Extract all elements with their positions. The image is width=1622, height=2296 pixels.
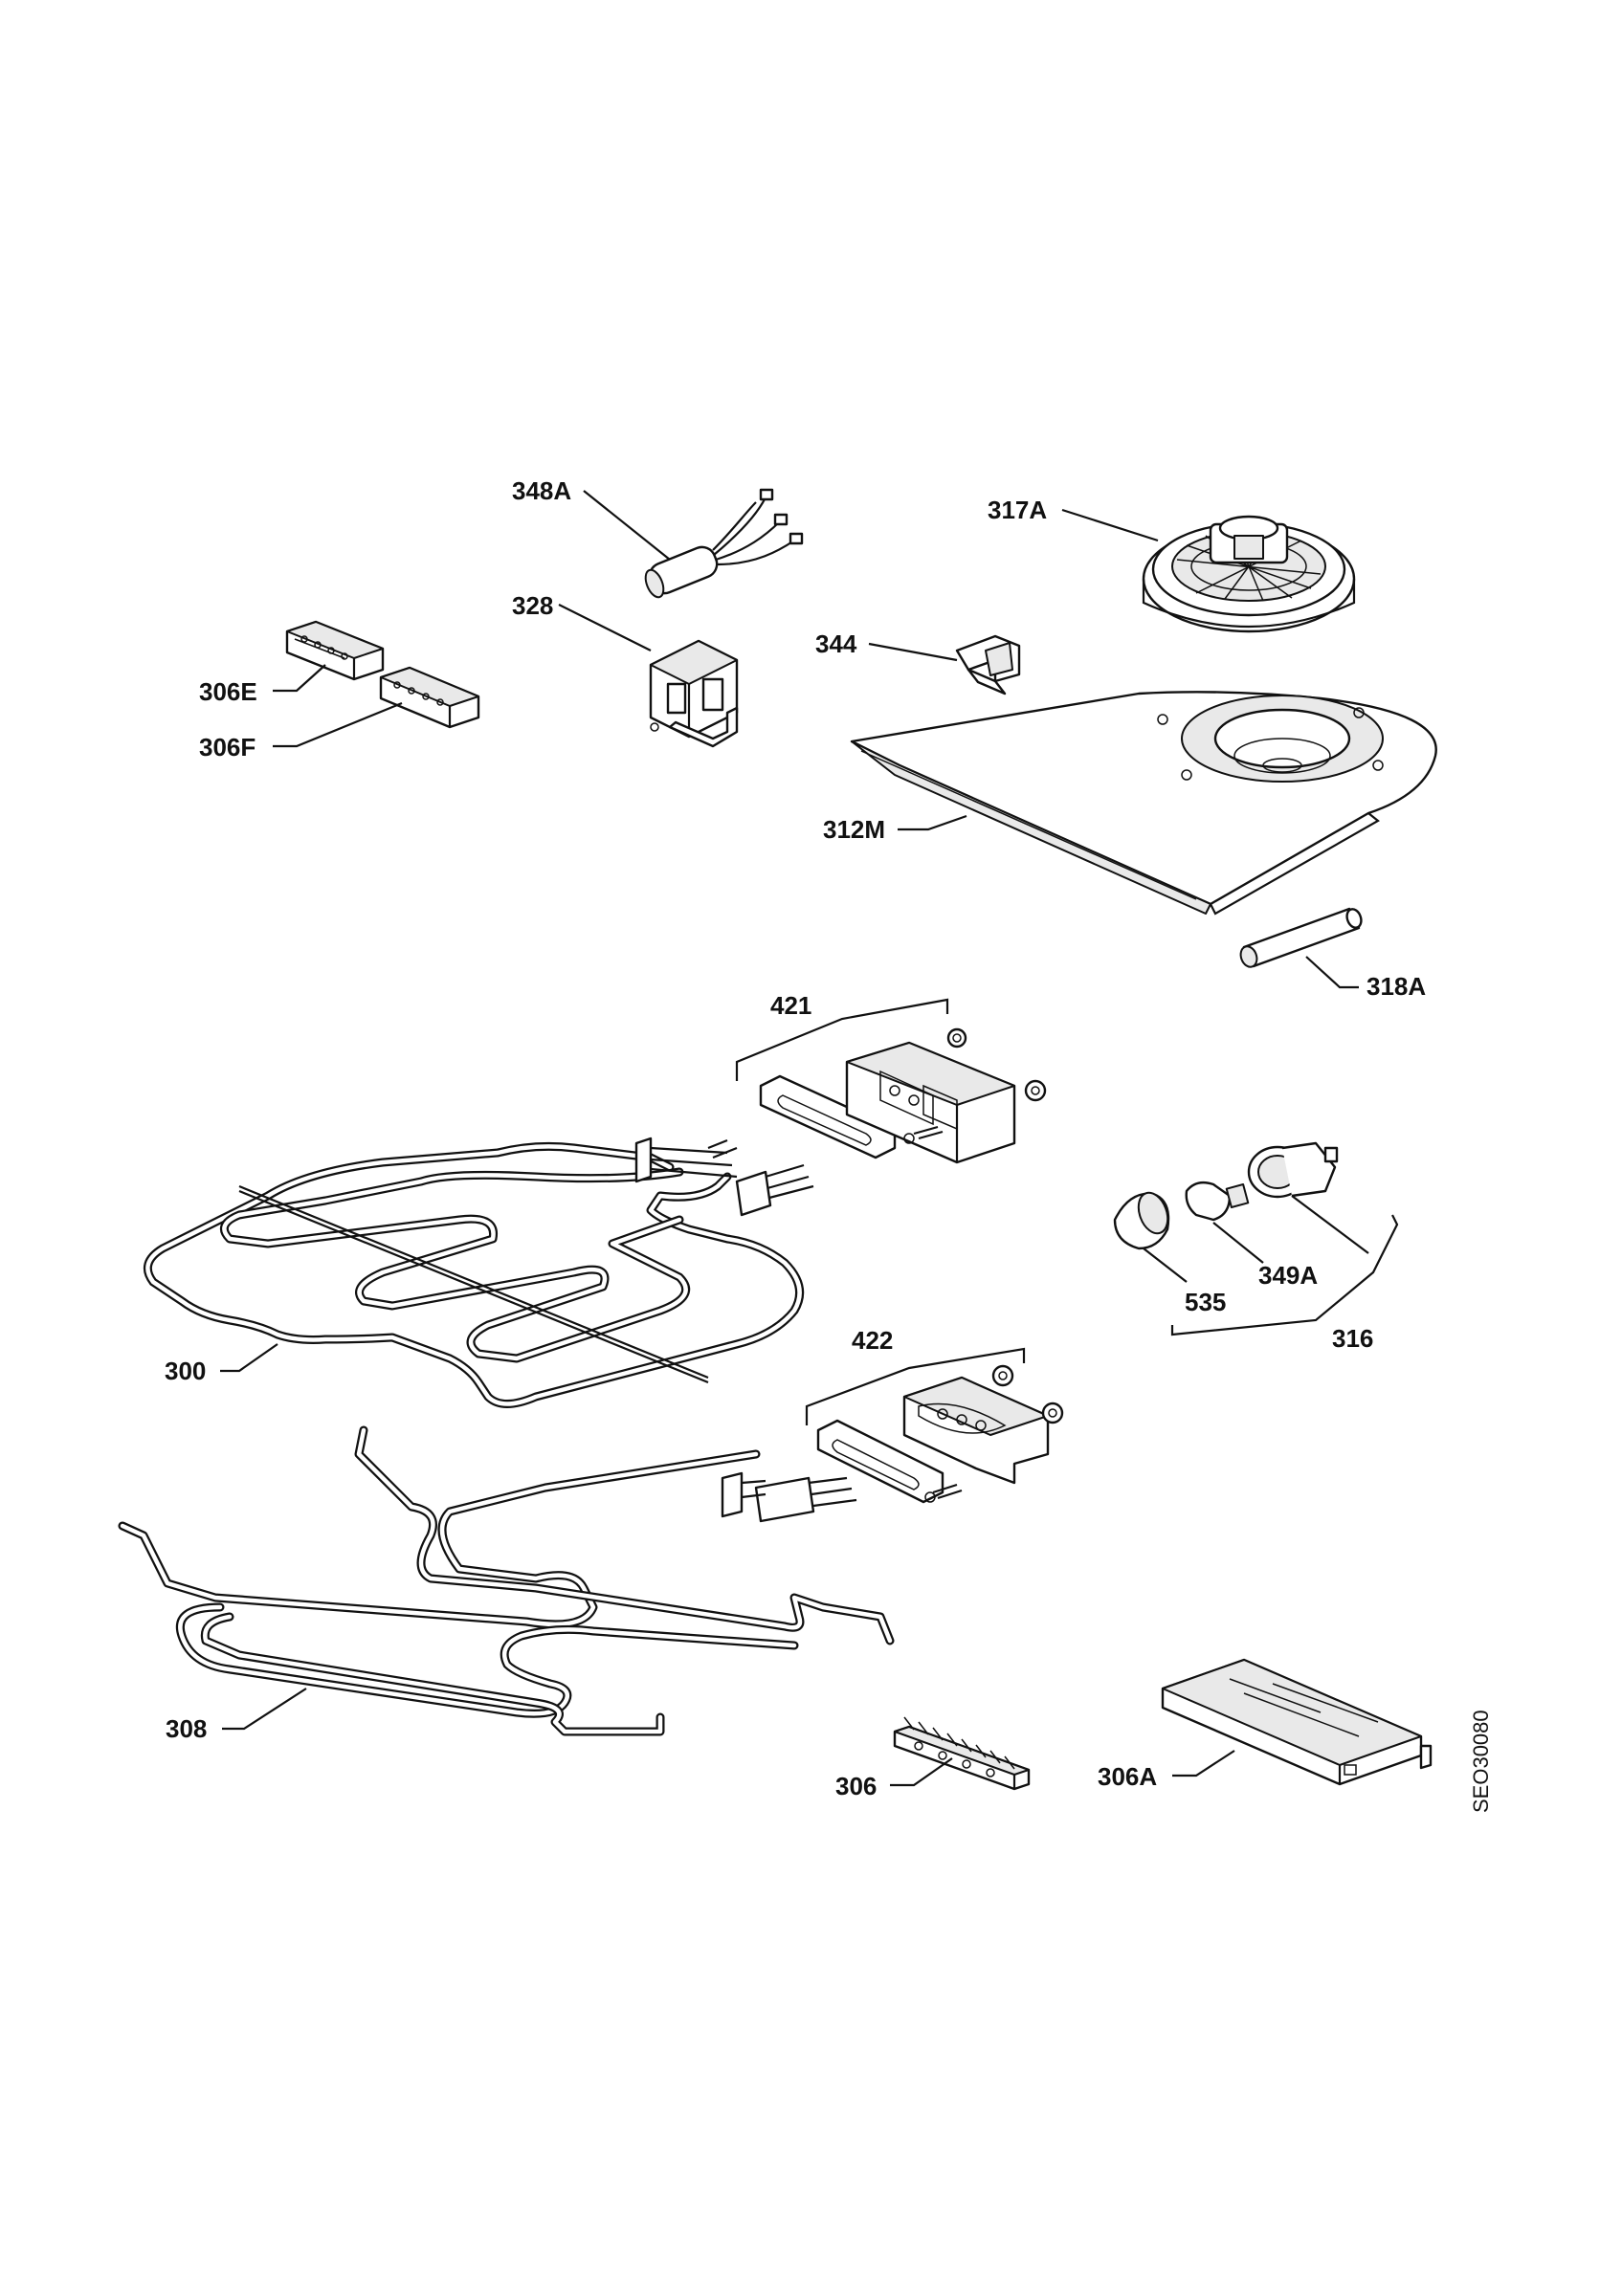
leader-306E [273,664,326,693]
leader-300 [220,1343,278,1373]
label-306F: 306F [199,733,256,762]
bracket-421 [735,998,949,1081]
part-306A-cover[interactable] [1161,1658,1433,1786]
leader-344 [868,642,958,662]
label-349A: 349A [1258,1261,1318,1290]
part-308-bottom-element[interactable] [118,1425,895,1736]
label-344: 344 [815,629,857,658]
leader-306F [273,701,403,748]
part-318A-tube[interactable] [1238,907,1364,969]
part-306F-terminal-strip[interactable] [379,666,480,729]
leader-316 [1291,1195,1369,1254]
label-300: 300 [165,1357,206,1385]
leader-535 [1143,1247,1188,1283]
part-422-connector-set[interactable] [816,1364,1064,1504]
part-328-transformer[interactable] [649,639,739,748]
label-318A: 318A [1366,972,1426,1001]
leader-306 [890,1757,953,1787]
leader-318A [1305,956,1359,989]
part-535-lamp-cover[interactable] [1113,1189,1173,1250]
leader-349A [1212,1222,1264,1264]
label-316: 316 [1332,1324,1373,1353]
label-535: 535 [1185,1288,1226,1316]
label-306E: 306E [199,677,257,706]
label-306A: 306A [1098,1762,1157,1791]
label-421: 421 [770,991,811,1020]
part-348A-capacitor[interactable] [642,488,804,600]
label-312M: 312M [823,815,885,844]
part-300-grill-element[interactable] [143,1137,814,1408]
part-317A-fan-motor[interactable] [1142,515,1356,633]
leader-312M [898,814,967,831]
label-317A: 317A [988,496,1047,524]
bracket-316 [1170,1214,1399,1336]
leader-348A [583,490,671,561]
label-306: 306 [835,1772,877,1800]
leader-328 [558,604,652,651]
part-306-terminal-block[interactable] [893,1716,1031,1791]
part-316-lamp-holder[interactable] [1247,1141,1339,1199]
leader-306A [1172,1750,1235,1777]
drawing-code: SEO30080 [1469,1710,1493,1813]
leader-317A [1061,508,1159,542]
label-328: 328 [512,591,553,620]
bracket-422 [805,1347,1026,1425]
part-306E-terminal-strip[interactable] [285,620,385,681]
part-344-bracket[interactable] [955,634,1021,695]
label-422: 422 [852,1326,893,1355]
part-349A-bulb[interactable] [1185,1181,1250,1222]
label-348A: 348A [512,476,571,505]
part-421-connector-set[interactable] [759,1027,1047,1164]
label-308: 308 [166,1714,207,1743]
leader-308 [222,1688,307,1731]
part-312M-fan-cover[interactable] [850,691,1437,916]
